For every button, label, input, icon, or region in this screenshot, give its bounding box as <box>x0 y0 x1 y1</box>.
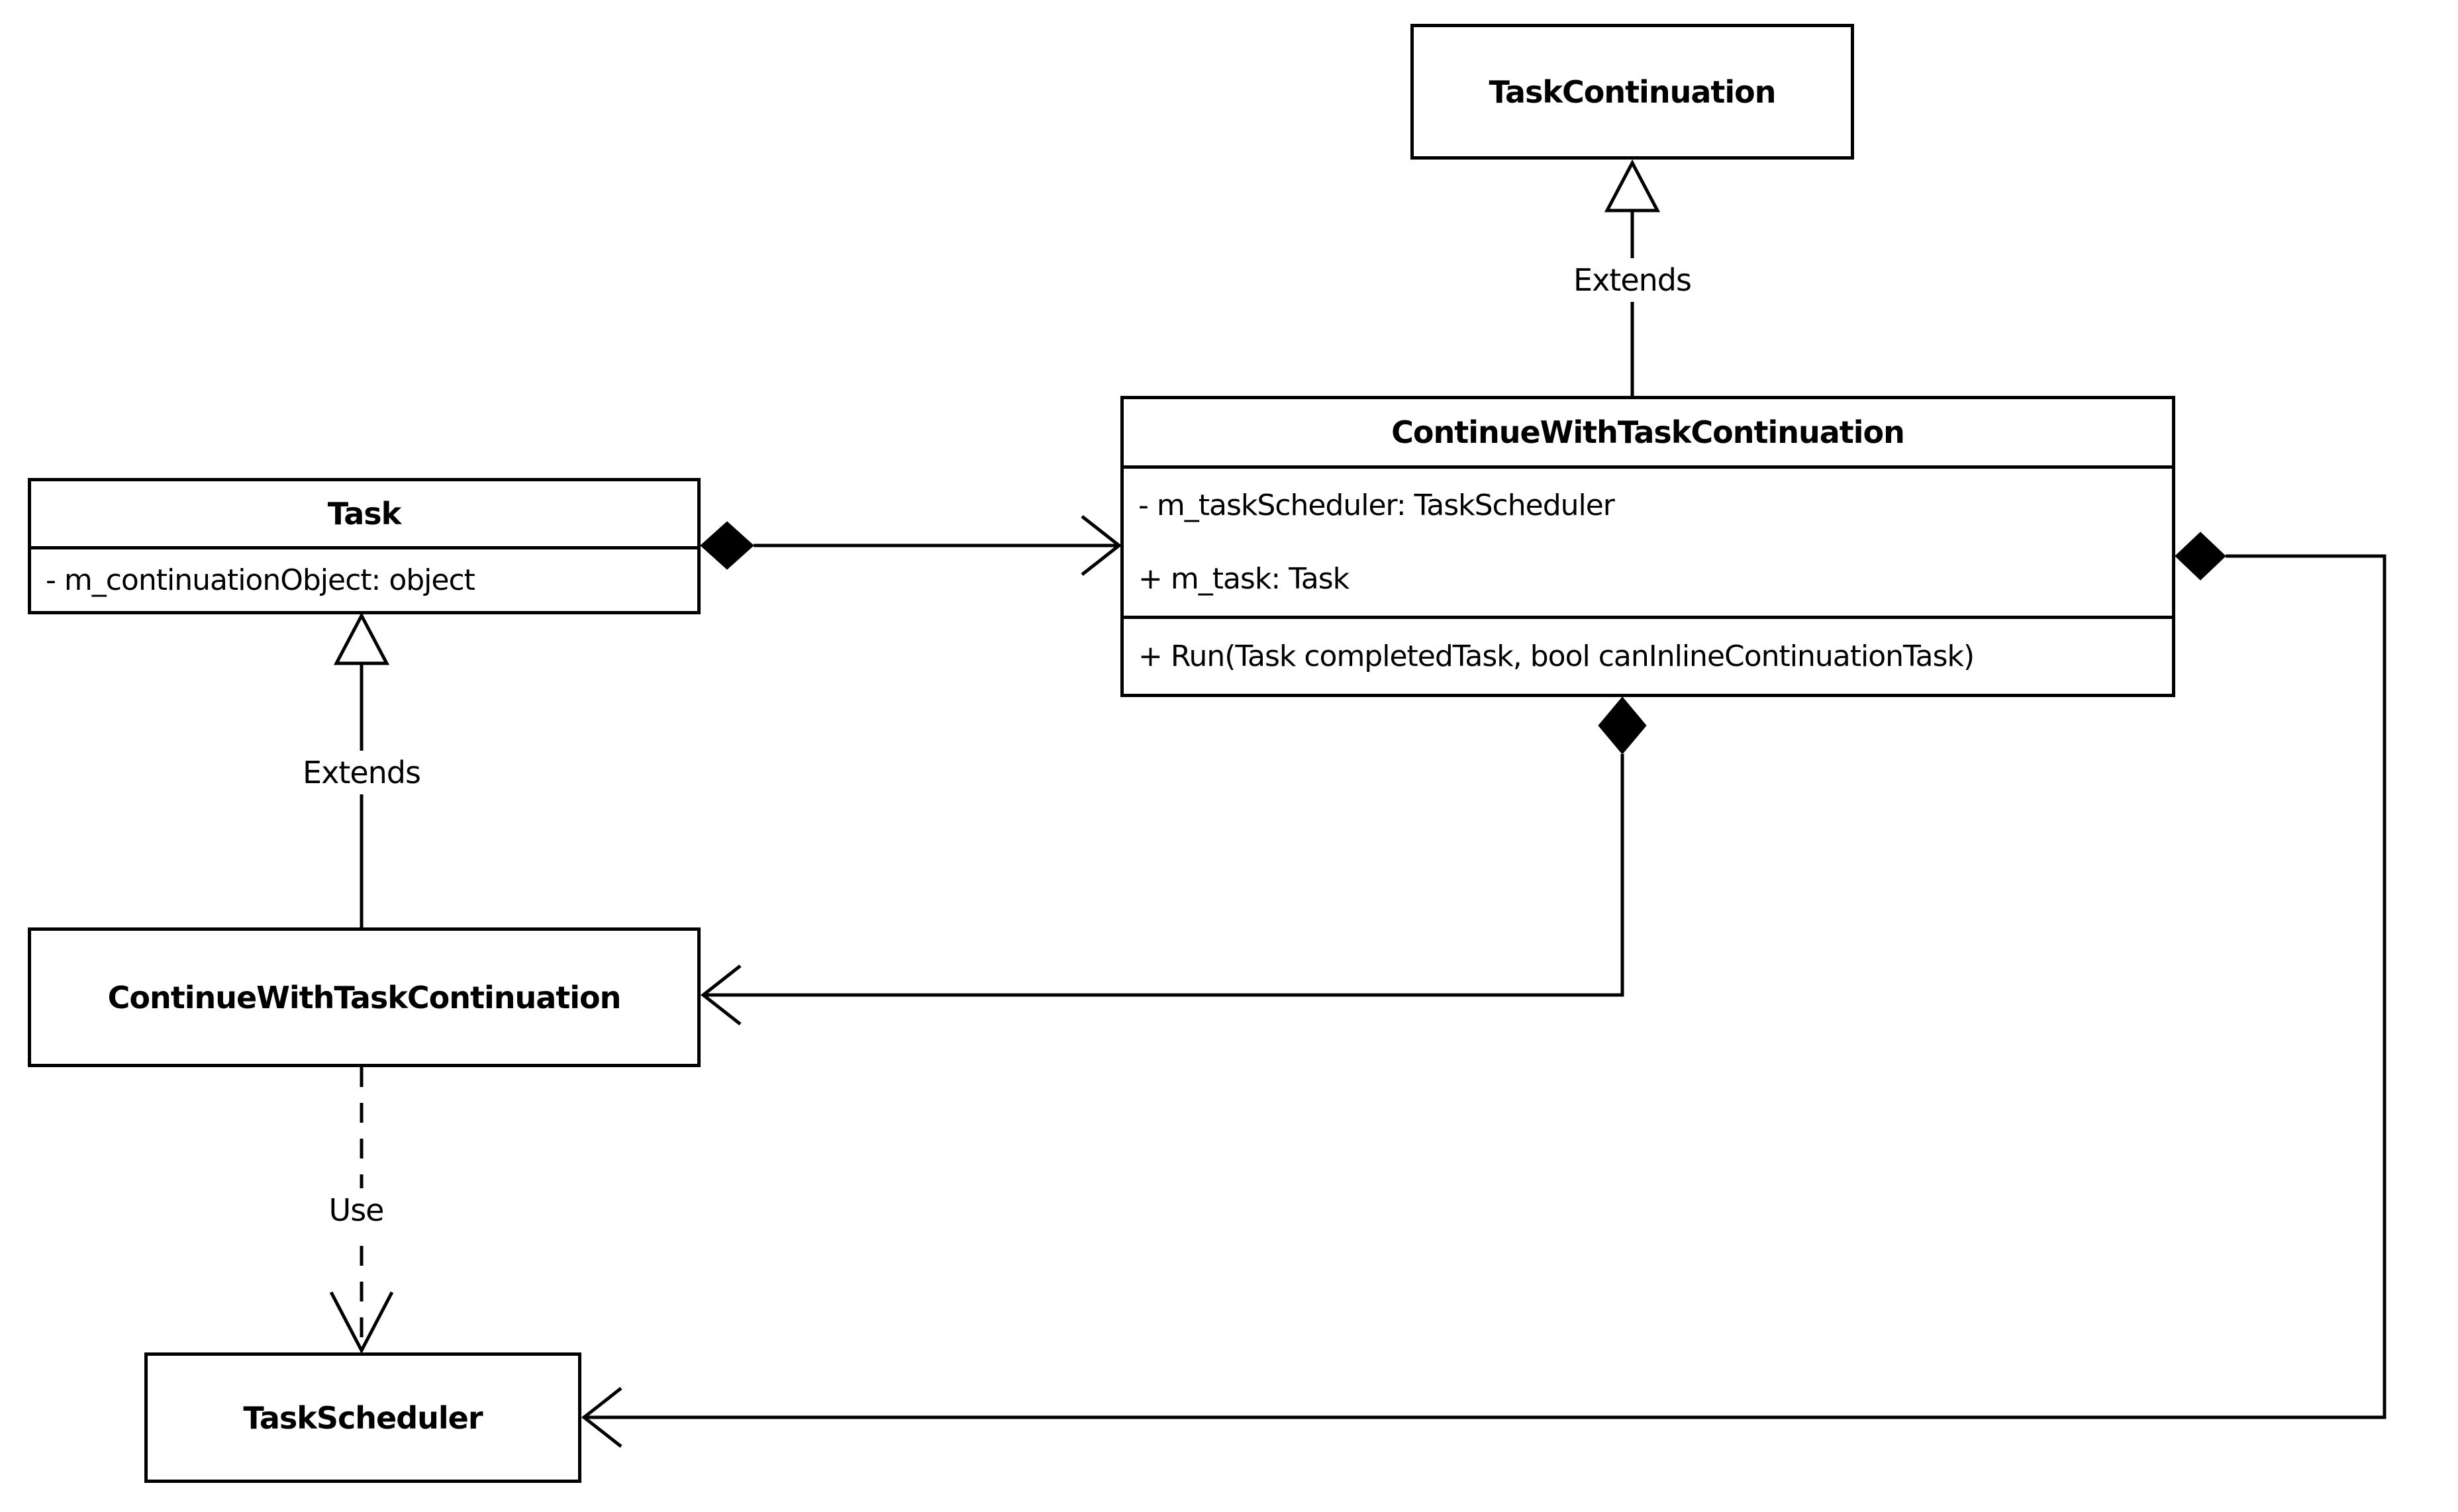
methods-compartment: + Run(Task completedTask, bool canInline… <box>1124 616 2172 694</box>
class-name-continuewithtaskcontinuation-ref: ContinueWithTaskContinuation <box>107 979 622 1016</box>
open-arrowhead-use-icon <box>329 1291 394 1354</box>
open-arrowhead-left-icon <box>700 965 742 1025</box>
class-box-continuewithtaskcontinuation-ref: ContinueWithTaskContinuation <box>28 927 701 1067</box>
class-name-taskcontinuation: TaskContinuation <box>1489 73 1777 110</box>
class-method: + Run(Task completedTask, bool canInline… <box>1138 639 1975 673</box>
class-box-taskcontinuation: TaskContinuation <box>1410 24 1854 160</box>
class-attribute: - m_continuationObject: object <box>46 563 475 597</box>
class-attribute: + m_task: Task <box>1138 562 1350 596</box>
attributes-compartment: - m_continuationObject: object <box>31 546 697 611</box>
composition-diamond-bottom-icon <box>1598 696 1647 755</box>
class-name-task: Task <box>327 496 401 532</box>
inheritance-triangle-left-icon <box>333 612 390 665</box>
class-name-taskscheduler: TaskScheduler <box>243 1399 483 1436</box>
composition-bottom-line <box>705 754 1624 997</box>
extends-label-left: Extends <box>296 751 427 794</box>
attributes-compartment: - m_taskScheduler: TaskScheduler + m_tas… <box>1124 465 2172 616</box>
class-name-continuewithtaskcontinuation-main: ContinueWithTaskContinuation <box>1391 414 1905 450</box>
class-attribute: - m_taskScheduler: TaskScheduler <box>1138 489 1615 522</box>
composition-diamond-right-icon <box>2175 532 2226 581</box>
class-box-continuewithtaskcontinuation-main: ContinueWithTaskContinuation - m_taskSch… <box>1120 396 2175 697</box>
composition-right-line <box>585 554 2386 1419</box>
class-box-taskscheduler: TaskScheduler <box>144 1352 581 1483</box>
open-arrowhead-taskscheduler-icon <box>581 1387 622 1448</box>
open-arrowhead-right-icon <box>1081 515 1122 576</box>
composition-diamond-task-icon <box>700 521 754 570</box>
extends-label-top: Extends <box>1567 258 1698 302</box>
class-box-task: Task - m_continuationObject: object <box>28 478 701 614</box>
inheritance-triangle-top-icon <box>1604 159 1661 213</box>
use-label: Use <box>322 1188 391 1232</box>
